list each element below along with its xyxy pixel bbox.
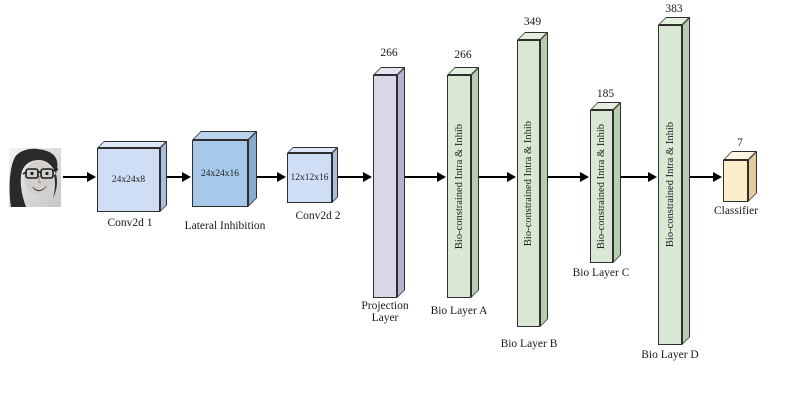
- arrow-input-to-conv1: [63, 172, 96, 182]
- conv2d1-caption: Conv2d 1: [107, 217, 153, 229]
- box-front-face: Bio-constrained Intra & Inhib: [658, 25, 682, 345]
- bio-layer-b-caption: Bio Layer B: [500, 338, 558, 350]
- box-front-face: 12x12x16: [287, 153, 332, 203]
- arrow-bioA-to-bioB: [472, 172, 516, 182]
- bio-layer-b-size-label: 349: [523, 16, 542, 28]
- arrow-conv1-to-lateral: [161, 172, 191, 182]
- box-front-face: Bio-constrained Intra & Inhib: [447, 75, 471, 298]
- box-front-face: 24x24x16: [192, 140, 248, 207]
- projection-caption-line2: Layer: [371, 312, 399, 324]
- arrow-projection-to-bioA: [398, 172, 446, 182]
- box-front-face: [373, 75, 397, 298]
- box-side-face: [682, 17, 690, 345]
- arrow-lateral-to-conv2: [249, 172, 286, 182]
- bio-layer-c-body-label: Bio-constrained Intra & Inhib: [596, 123, 607, 250]
- classifier-size-label: 7: [737, 137, 743, 149]
- box-top-face: [97, 141, 167, 148]
- conv2d2-caption: Conv2d 2: [295, 210, 341, 222]
- input-face-image: [9, 148, 61, 207]
- bio-layer-d-size-label: 383: [665, 3, 683, 15]
- projection-caption-line1: Projection: [361, 300, 409, 312]
- box-side-face: [613, 102, 621, 263]
- box-side-face: [397, 67, 405, 298]
- bio-layer-d-caption: Bio Layer D: [641, 349, 699, 361]
- arrow-conv2-to-projection: [333, 172, 372, 182]
- arrow-bioB-to-bioC: [541, 172, 589, 182]
- bio-layer-a-caption: Bio Layer A: [430, 305, 488, 317]
- conv2d2-dims: 12x12x16: [290, 173, 329, 183]
- bio-layer-a-body-label: Bio-constrained Intra & Inhib: [453, 123, 465, 250]
- box-front-face: Bio-constrained Intra & Inhib: [590, 110, 613, 263]
- box-top-face: [192, 131, 257, 140]
- bio-layer-d-body-label: Bio-constrained Intra & Inhib: [664, 122, 676, 248]
- box-front-face: [723, 160, 748, 202]
- arrow-bioC-to-bioD: [614, 172, 657, 182]
- box-side-face: [160, 141, 167, 212]
- arrow-bioD-to-classifier: [683, 172, 722, 182]
- box-front-face: Bio-constrained Intra & Inhib: [517, 40, 540, 327]
- bio-layer-c-size-label: 185: [596, 88, 615, 100]
- box-side-face: [471, 67, 479, 298]
- box-front-face: 24x24x8: [97, 148, 160, 212]
- lateral-inhibition-caption: Lateral Inhibition: [184, 220, 266, 232]
- box-side-face: [332, 147, 338, 203]
- conv2d1-dims: 24x24x8: [111, 175, 146, 185]
- projection-size-label: 266: [380, 47, 398, 59]
- bio-layer-b-body-label: Bio-constrained Intra & Inhib: [523, 120, 534, 247]
- box-side-face: [248, 131, 257, 207]
- box-side-face: [748, 151, 757, 202]
- box-side-face: [540, 32, 548, 327]
- lateral-inhibition-dims: 24x24x16: [201, 168, 239, 179]
- bio-layer-a-size-label: 266: [454, 49, 472, 61]
- classifier-caption: Classifier: [713, 205, 759, 217]
- projection-layer-caption: Projection Layer: [345, 300, 425, 324]
- bio-layer-c-caption: Bio Layer C: [572, 267, 630, 279]
